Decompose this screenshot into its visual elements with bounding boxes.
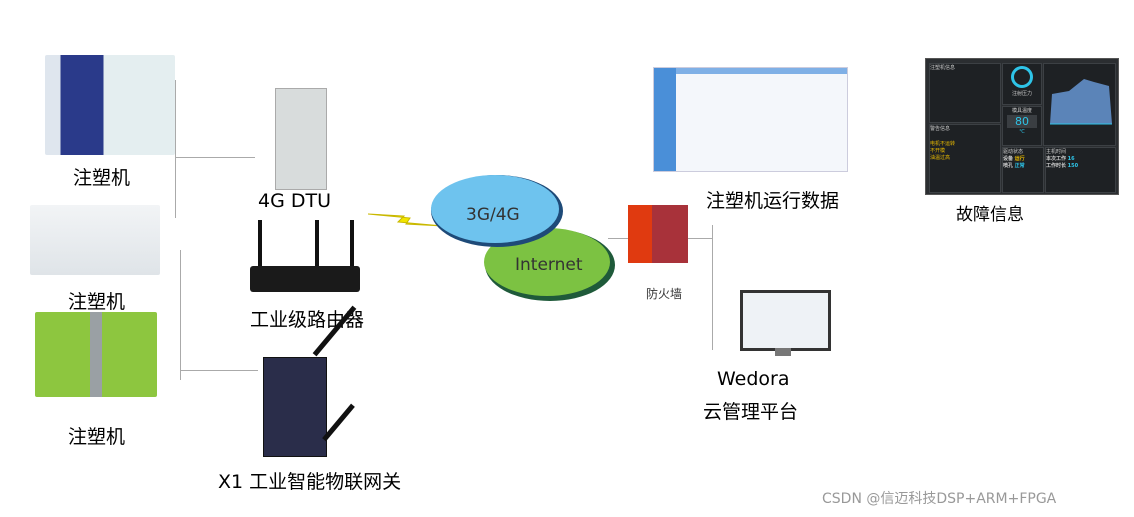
dtu-device-image [275, 88, 327, 190]
work-value: 16 [1067, 156, 1075, 162]
injection-machine-2-image [30, 205, 160, 275]
router-antenna [258, 220, 262, 268]
mobile-cloud-shape [431, 175, 563, 247]
device-label: 设备 [1003, 156, 1014, 162]
router-antenna [350, 220, 354, 268]
warning-item: 不开模 [930, 148, 946, 154]
connector-line [712, 225, 713, 350]
nozzle-value: 正常 [1014, 163, 1025, 169]
info-title: 注塑机信息 [930, 65, 956, 71]
platform-label-line1: Wedora [717, 368, 790, 390]
area-chart [1050, 79, 1112, 125]
gateway-antenna [322, 403, 355, 442]
gateway-label: X1 工业智能物联网关 [218, 471, 402, 493]
work-label: 本次工作 [1046, 156, 1067, 162]
injection-machine-3-image [35, 312, 157, 397]
nozzle-label: 喷孔 [1003, 163, 1014, 169]
warning-item: 电机不运转 [930, 141, 956, 147]
firewall-icon [628, 205, 688, 263]
duration-value: 150 [1067, 163, 1079, 169]
warning-panel: 警告信息 电机不运转 不开模 油温过高 [929, 124, 1001, 193]
pressure-label: 注射压力 [1011, 91, 1032, 97]
connector-line [175, 157, 255, 158]
info-panel: 注塑机信息 [929, 63, 1001, 123]
temp-label: 模具温度 [1011, 108, 1032, 114]
time-title: 主机时间 [1046, 149, 1067, 155]
connector-line [180, 250, 181, 380]
status-title: 驱动状态 [1003, 149, 1024, 155]
temp-unit: ℃ [1019, 129, 1025, 135]
router-image [250, 266, 360, 292]
warning-item: 油温过高 [930, 155, 951, 161]
device-value: 运行 [1014, 156, 1025, 162]
machine-3-label: 注塑机 [68, 426, 126, 448]
warn-title: 警告信息 [930, 126, 951, 132]
machine-1-label: 注塑机 [73, 167, 131, 189]
connector-line [175, 80, 176, 218]
status-panel: 驱动状态 设备 运行 喷孔 正常 [1002, 147, 1044, 193]
monitor-stand [775, 348, 791, 356]
network-clouds [431, 175, 615, 301]
time-panel: 主机时间 本次工作 16 工作时长 150 [1045, 147, 1116, 193]
cloud-mobile-label: 3G/4G [466, 205, 520, 225]
chart-panel [1043, 63, 1116, 146]
fault-dashboard: 注塑机信息 注射压力 模具温度 80 ℃ 警告信息 电机不运转 不开模 油温过高… [925, 58, 1119, 195]
machine-2-label: 注塑机 [68, 291, 126, 313]
temp-panel: 模具温度 80 ℃ [1002, 106, 1042, 146]
run-data-screenshot [653, 67, 848, 172]
pressure-panel: 注射压力 [1002, 63, 1042, 105]
router-antenna [315, 220, 319, 268]
pressure-gauge [1011, 66, 1033, 88]
dtu-label: 4G DTU [258, 190, 331, 212]
cloud-internet-label: Internet [515, 255, 583, 275]
watermark: CSDN @信迈科技DSP+ARM+FPGA [822, 491, 1057, 507]
run-data-label: 注塑机运行数据 [706, 190, 840, 212]
platform-label-line2: 云管理平台 [703, 401, 799, 423]
connector-line [180, 370, 258, 371]
gateway-image [263, 357, 327, 457]
duration-label: 工作时长 [1046, 163, 1067, 169]
wireless-lightning-icon [368, 213, 443, 227]
temp-value: 80 [1007, 115, 1037, 128]
firewall-label: 防火墙 [646, 287, 683, 301]
monitor-icon [740, 290, 831, 351]
injection-machine-1-image [45, 55, 175, 155]
fault-info-label: 故障信息 [956, 205, 1024, 225]
